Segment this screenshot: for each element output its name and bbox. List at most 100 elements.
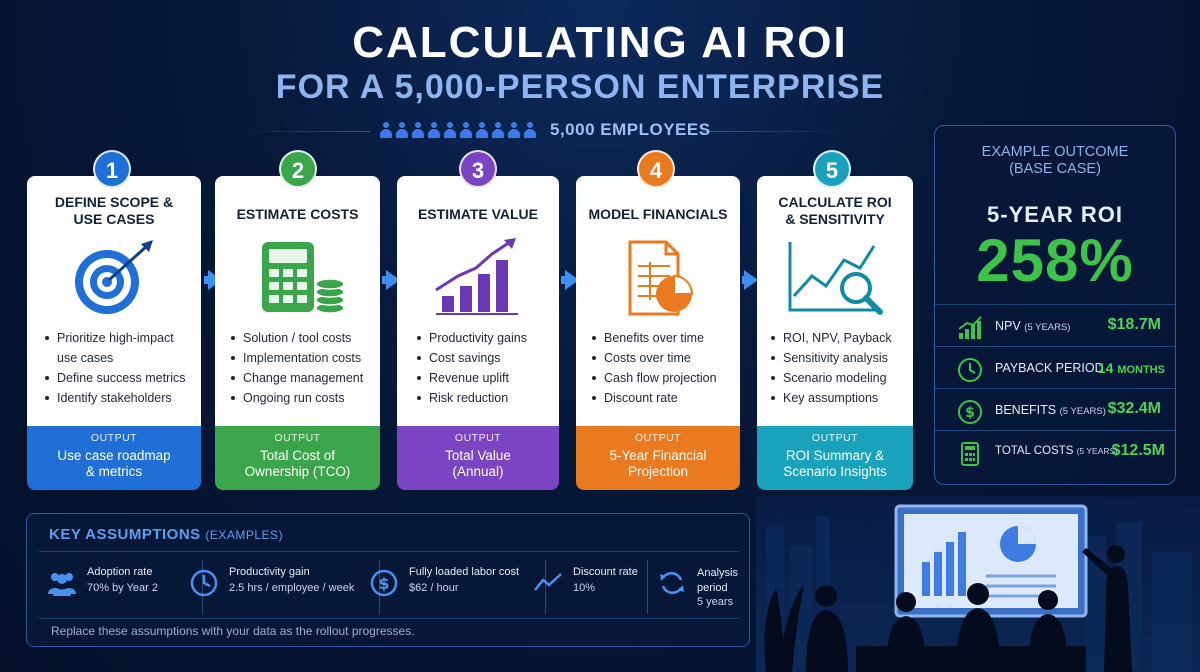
step-3-title: ESTIMATE VALUE: [417, 206, 539, 222]
step-1-card: DEFINE SCOPE & USE CASES Prioritize high…: [27, 176, 201, 426]
step-5-bullet: Scenario modeling: [771, 368, 892, 388]
metric-label-text: BENEFITS: [995, 403, 1057, 417]
outcome-title: EXAMPLE OUTCOME (BASE CASE): [935, 144, 1175, 178]
step-3-bullet: Productivity gains: [417, 328, 527, 348]
flow-arrow-shaft: [204, 276, 208, 284]
divider: [39, 551, 739, 552]
output-label: OUTPUT: [811, 432, 859, 444]
step-1-title: DEFINE SCOPE & USE CASES: [54, 194, 174, 227]
step-4-bullets: Benefits over time Costs over time Cash …: [592, 328, 717, 408]
step-1-output-text: Use case roadmap & metrics: [57, 448, 171, 479]
person-icon: [380, 122, 392, 138]
step-4-bullet: Benefits over time: [592, 328, 717, 348]
step-1-bullet: Identify stakeholders: [45, 388, 186, 408]
step-3-card: ESTIMATE VALUE Productivity gains Cost s…: [397, 176, 559, 426]
page-title: CALCULATING AI ROI: [352, 18, 848, 67]
spreadsheet-pie-icon: [576, 238, 740, 318]
flow-arrow-icon: [744, 270, 758, 290]
divider: [379, 560, 380, 614]
assumption-value: 2.5 hrs / employee / week: [229, 582, 355, 594]
step-2-card: ESTIMATE COSTS Solution / tool costs Imp…: [215, 176, 380, 426]
step-5-bullet: Sensitivity analysis: [771, 348, 892, 368]
employee-count: 5,000 EMPLOYEES: [380, 120, 711, 140]
person-icon: [460, 122, 472, 138]
metric-benefits: $ BENEFITS (5 YEARS) $32.4M: [935, 388, 1175, 430]
person-icon: [412, 122, 424, 138]
assumptions-title-qualifier: (EXAMPLES): [205, 528, 284, 542]
people-icon: [47, 568, 77, 598]
person-icon: [524, 122, 536, 138]
assumption-value: 5 years: [697, 596, 734, 608]
assumption-item: $ Fully loaded labor cost $62 / hour: [369, 562, 529, 614]
refresh-icon: [657, 568, 687, 598]
flow-arrow-shaft: [561, 276, 565, 284]
person-icon: [476, 122, 488, 138]
roi-label: 5-YEAR ROI: [987, 202, 1123, 227]
metric-qualifier: (5 YEARS): [1076, 446, 1119, 456]
step-4-title: MODEL FINANCIALS: [588, 206, 728, 222]
flow-arrow-shaft: [382, 276, 386, 284]
step-5-card: CALCULATE ROI & SENSITIVITY ROI, NPV, Pa…: [757, 176, 913, 426]
assumption-value: 10%: [573, 582, 596, 594]
step-4-output: OUTPUT 5-Year Financial Projection: [576, 426, 740, 490]
step-4-output-text: 5-Year Financial Projection: [609, 448, 707, 479]
assumptions-title: KEY ASSUMPTIONS (EXAMPLES): [49, 526, 283, 543]
growth-chart-icon: [397, 238, 559, 318]
step-5-bullet: Key assumptions: [771, 388, 892, 408]
step-4-badge: 4: [637, 150, 675, 188]
step-5-output-text: ROI Summary & Scenario Insights: [783, 448, 887, 479]
outcome-title-line1: EXAMPLE OUTCOME: [981, 144, 1129, 160]
step-2-bullets: Solution / tool costs Implementation cos…: [231, 328, 363, 408]
assumptions-footer: Replace these assumptions with your data…: [51, 624, 415, 638]
metric-value: 14 MONTHS: [1098, 360, 1165, 376]
assumption-value: 70% by Year 2: [87, 582, 158, 594]
metric-value: $12.5M: [1111, 442, 1165, 459]
key-assumptions-panel: KEY ASSUMPTIONS (EXAMPLES) Adoption rate…: [26, 513, 750, 647]
decorative-line-right: [700, 131, 850, 132]
metric-label-text: TOTAL COSTS: [995, 445, 1074, 457]
divider: [545, 560, 546, 614]
output-label: OUTPUT: [274, 432, 321, 444]
flow-arrow-icon: [386, 270, 400, 290]
step-5-bullets: ROI, NPV, Payback Sensitivity analysis S…: [771, 328, 892, 408]
metric-label: BENEFITS (5 YEARS): [995, 403, 1106, 417]
calculator-icon: [957, 441, 983, 467]
dollar-icon: $: [369, 568, 399, 598]
step-3-badge: 3: [459, 150, 497, 188]
metric-qualifier: (5 YEARS): [1024, 322, 1071, 333]
step-4-bullet: Discount rate: [592, 388, 717, 408]
chart-magnifier-icon: [757, 238, 913, 318]
assumption-label: Productivity gain: [229, 566, 310, 578]
step-2-bullet: Implementation costs: [231, 348, 363, 368]
output-label: OUTPUT: [454, 432, 502, 444]
metric-total-costs: TOTAL COSTS (5 YEARS) $12.5M: [935, 430, 1175, 472]
assumption-label: Analysis period: [697, 567, 738, 594]
target-icon: [27, 238, 201, 318]
step-5-title: CALCULATE ROI & SENSITIVITY: [778, 194, 892, 227]
flow-arrow-icon: [565, 270, 579, 290]
step-3-output-text: Total Value (Annual): [445, 448, 511, 479]
clock-icon: [189, 568, 219, 598]
step-2-title: ESTIMATE COSTS: [236, 206, 359, 222]
divider: [202, 560, 203, 614]
output-label: OUTPUT: [634, 432, 682, 444]
step-2-badge: 2: [279, 150, 317, 188]
assumption-value: $62 / hour: [409, 582, 459, 594]
assumptions-title-text: KEY ASSUMPTIONS: [49, 526, 201, 543]
step-2-output-text: Total Cost of Ownership (TCO): [244, 448, 351, 479]
roi-value: 258%: [976, 227, 1134, 294]
outcome-title-line2: (BASE CASE): [1009, 161, 1101, 177]
step-2-output: OUTPUT Total Cost of Ownership (TCO): [215, 426, 380, 490]
output-label: OUTPUT: [90, 432, 138, 444]
metric-label: NPV (5 YEARS): [995, 319, 1070, 333]
assumption-label: Discount rate: [573, 566, 638, 578]
divider: [39, 618, 739, 619]
svg-text:$: $: [378, 574, 389, 593]
metric-label-text: NPV: [995, 319, 1021, 333]
assumption-item: Productivity gain 2.5 hrs / employee / w…: [189, 562, 359, 614]
step-5-badge: 5: [813, 150, 851, 188]
assumption-label: Adoption rate: [87, 566, 153, 578]
assumption-label: Fully loaded labor cost: [409, 566, 520, 578]
step-3-output: OUTPUT Total Value (Annual): [397, 426, 559, 490]
calculator-icon: [215, 238, 380, 318]
